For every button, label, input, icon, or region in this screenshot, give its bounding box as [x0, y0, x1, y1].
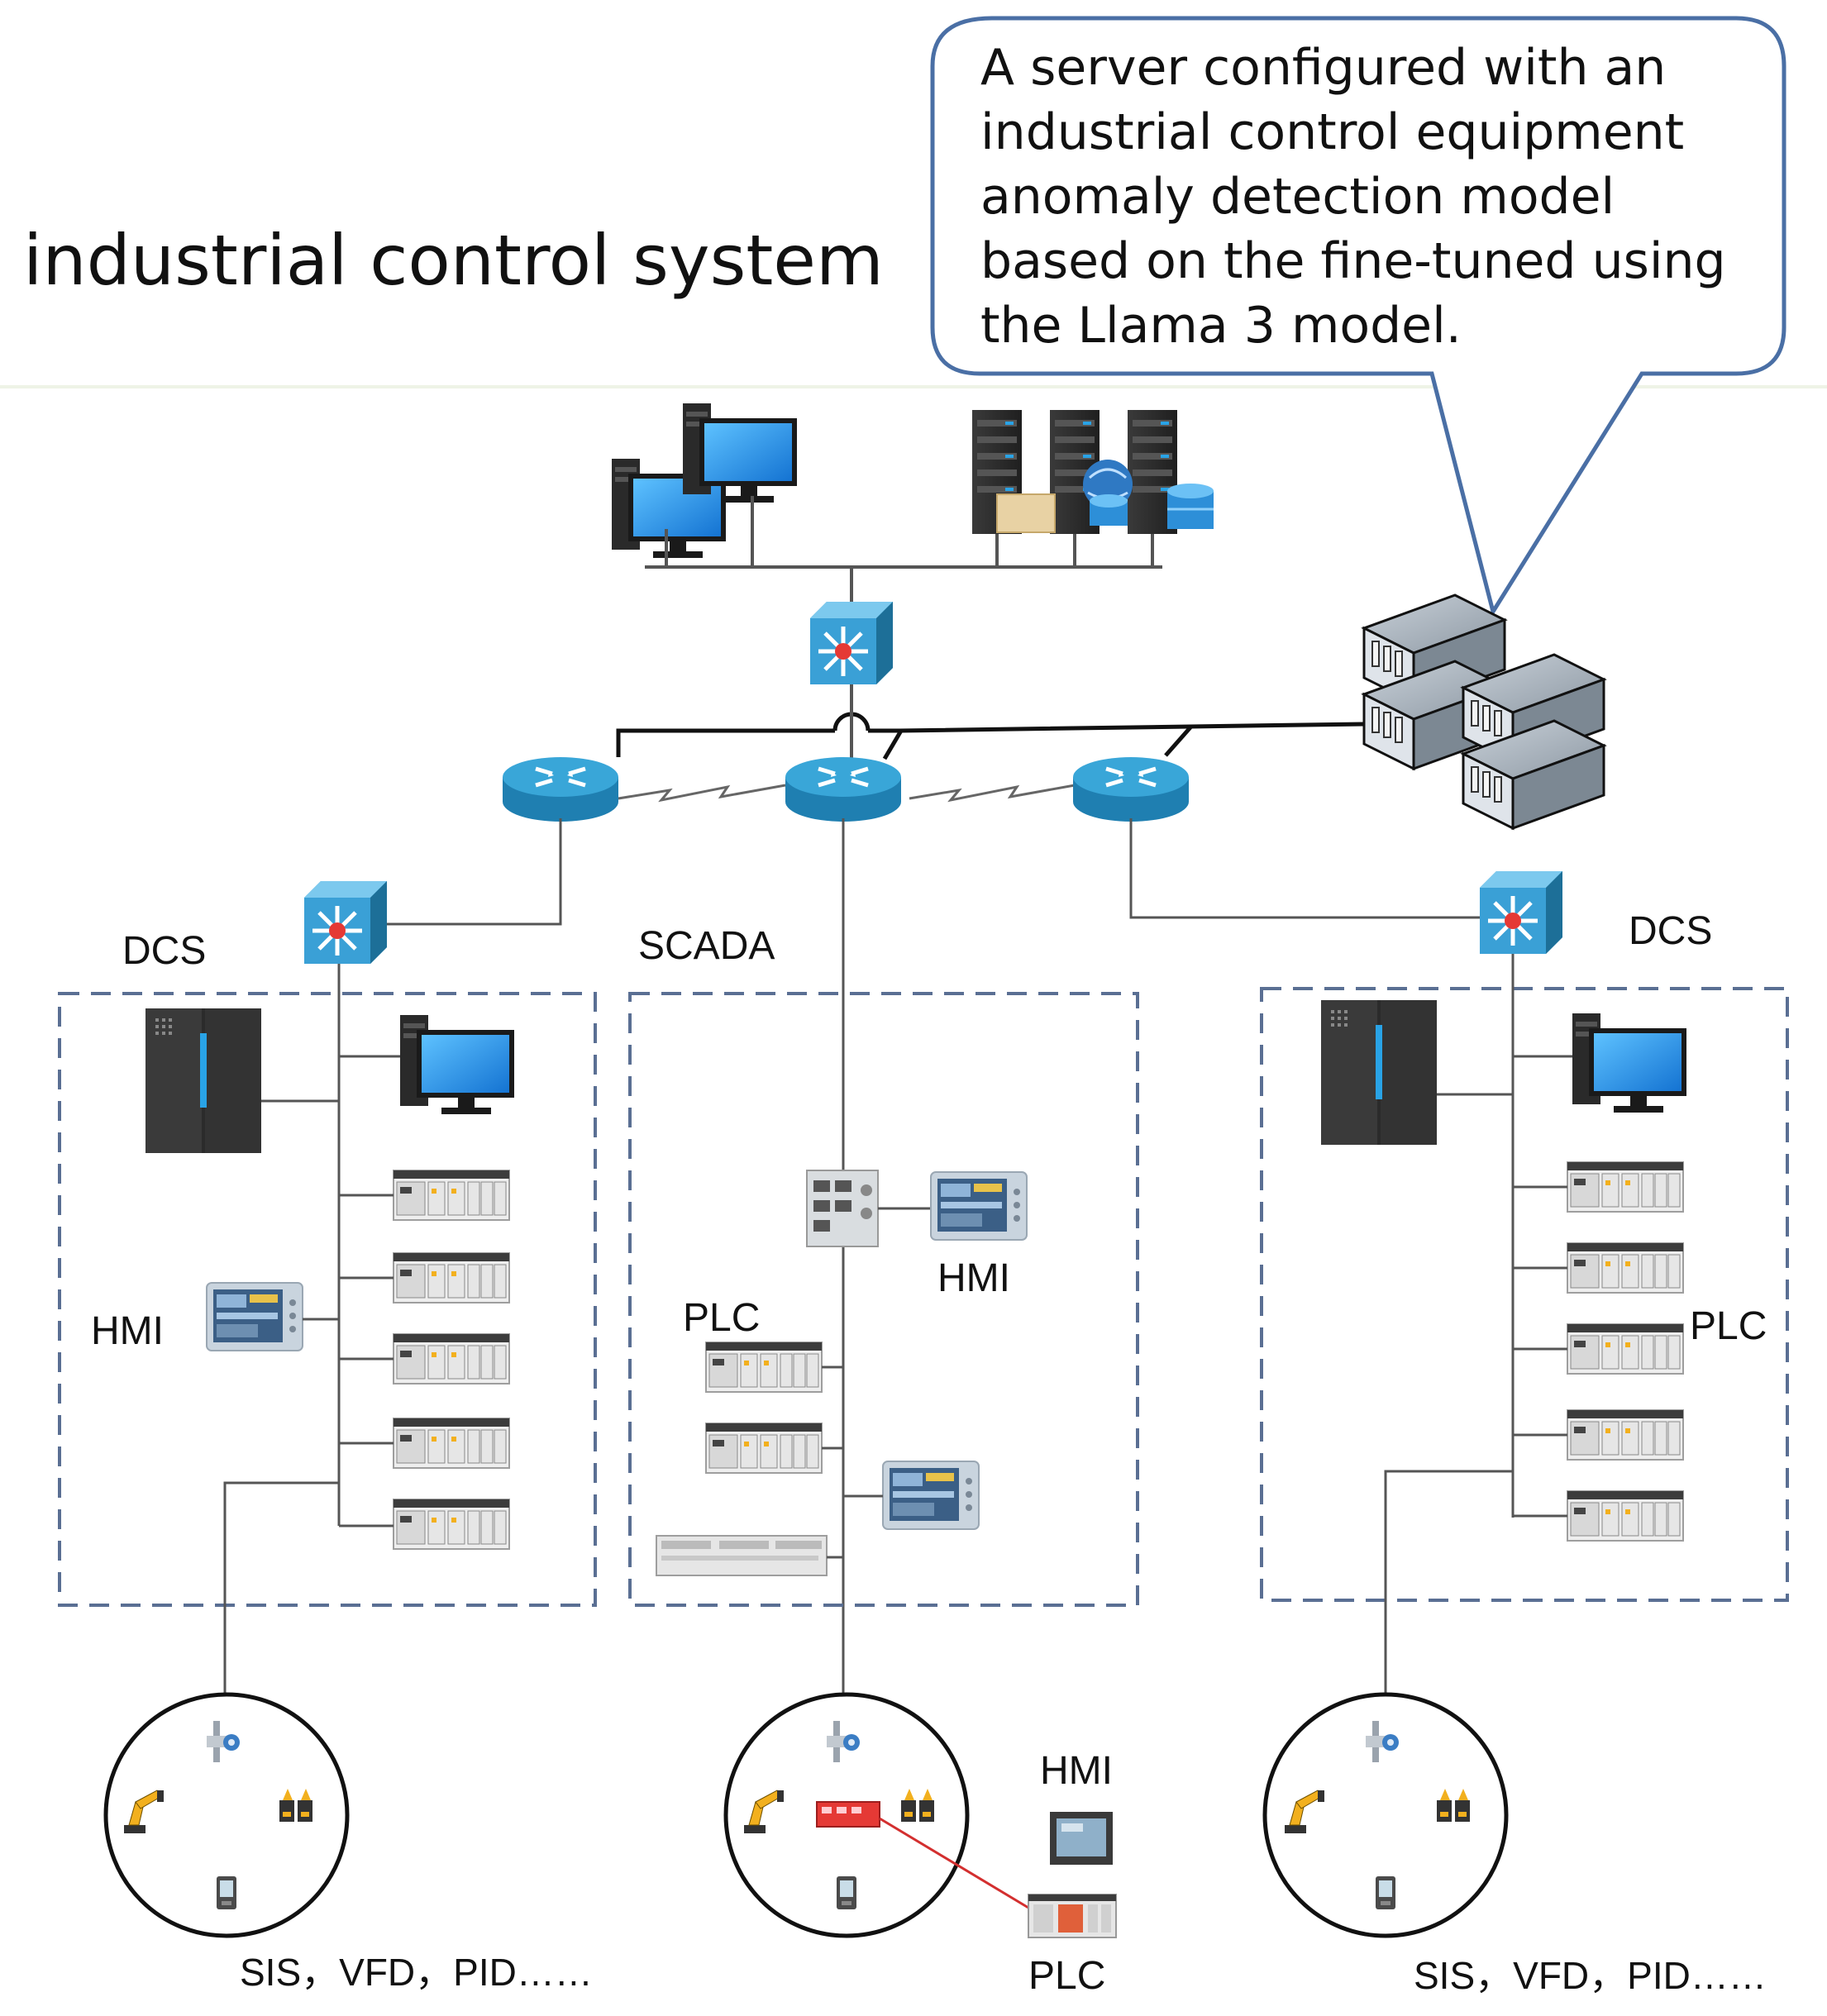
handheld-device-icon	[1376, 1876, 1395, 1909]
controller-module-icon	[816, 1801, 880, 1828]
workstation-icon	[683, 403, 797, 503]
handheld-device-icon	[837, 1876, 856, 1909]
plc-label: PLC	[1690, 1304, 1767, 1348]
callout-line: industrial control equipment	[980, 103, 1684, 161]
zone-frame	[628, 992, 1139, 1607]
callout-line: the Llama 3 model.	[980, 297, 1462, 355]
dcs-cabinet-icon	[145, 1008, 261, 1153]
enterprise-tier	[612, 403, 1214, 603]
field-right: SIS，VFD，PID……	[1262, 1692, 1767, 1997]
zone-frame	[58, 992, 597, 1607]
gripper-icon	[1437, 1789, 1470, 1822]
field-middle: HMI PLC	[723, 1692, 1117, 1998]
plc-module-icon	[1567, 1490, 1684, 1542]
plc-label: PLC	[683, 1296, 760, 1340]
router-icon	[503, 757, 618, 822]
workstation-icon	[400, 1015, 514, 1114]
zone-label: DCS	[122, 929, 206, 973]
handheld-device-icon	[217, 1876, 236, 1909]
industrial-switch-icon	[806, 1170, 879, 1247]
plc-module-icon	[393, 1418, 510, 1469]
field-label: SIS，VFD，PID……	[1414, 1954, 1767, 1997]
anomaly-detection-server	[1362, 593, 1605, 830]
robot-arm-icon	[1284, 1790, 1325, 1834]
robot-arm-icon	[743, 1790, 785, 1834]
database-icon	[1090, 484, 1214, 529]
robot-arm-icon	[123, 1790, 165, 1834]
workstation-icon	[1572, 1013, 1686, 1113]
field-hmi-label: HMI	[1040, 1749, 1113, 1793]
hmi-panel-icon	[930, 1171, 1028, 1241]
zone-label: DCS	[1629, 909, 1712, 953]
hmi-panel-icon	[206, 1282, 303, 1351]
hmi-label: HMI	[937, 1256, 1010, 1300]
plc-module-icon	[1567, 1323, 1684, 1375]
plc-module-icon	[393, 1170, 510, 1221]
hmi-panel-icon	[1050, 1812, 1113, 1865]
core-switch-icon	[810, 602, 893, 684]
plc-module-icon	[1567, 1161, 1684, 1213]
switch-icon	[1480, 871, 1562, 954]
callout-bubble	[930, 16, 1786, 617]
field-plc-icon	[1028, 1894, 1117, 1938]
zone-left-dcs: DCS HMI	[58, 818, 597, 1694]
router-icon	[785, 757, 901, 822]
field-label: SIS，VFD，PID……	[240, 1951, 593, 1994]
flow-meter-icon	[1366, 1721, 1399, 1762]
dcs-cabinet-icon	[1321, 1000, 1437, 1145]
zone-frame	[1260, 987, 1789, 1602]
zone-middle-scada: SCADA HMI PLC	[628, 818, 1139, 1694]
plc-module-icon	[705, 1342, 823, 1393]
callout-text: A server configured with an industrial c…	[980, 39, 1726, 355]
switch-icon	[304, 881, 387, 964]
plc-module-icon	[393, 1333, 510, 1385]
plc-module-icon	[393, 1252, 510, 1303]
folder-icon	[996, 493, 1056, 533]
callout-line: anomaly detection model	[980, 168, 1615, 226]
plc-module-icon	[393, 1499, 510, 1550]
field-plc-label: PLC	[1028, 1954, 1105, 1998]
gripper-icon	[901, 1789, 934, 1822]
diagram-title: industrial control system	[23, 220, 884, 301]
router-icon	[1073, 757, 1189, 822]
callout-line: based on the fine-tuned using	[980, 232, 1726, 290]
gripper-icon	[279, 1789, 312, 1822]
hmi-label: HMI	[91, 1309, 164, 1353]
io-rack-icon	[656, 1535, 828, 1576]
callout-line: A server configured with an	[980, 39, 1666, 97]
plc-module-icon	[1567, 1409, 1684, 1461]
zone-right-dcs: DCS PLC	[1129, 818, 1789, 1694]
flow-meter-icon	[207, 1721, 240, 1762]
plc-module-icon	[1567, 1242, 1684, 1294]
hmi-panel-icon	[882, 1461, 980, 1530]
field-left: SIS，VFD，PID……	[103, 1692, 593, 1994]
zone-label: SCADA	[638, 924, 775, 968]
plc-module-icon	[705, 1423, 823, 1474]
router-tier	[503, 684, 1365, 822]
flow-meter-icon	[827, 1721, 860, 1762]
